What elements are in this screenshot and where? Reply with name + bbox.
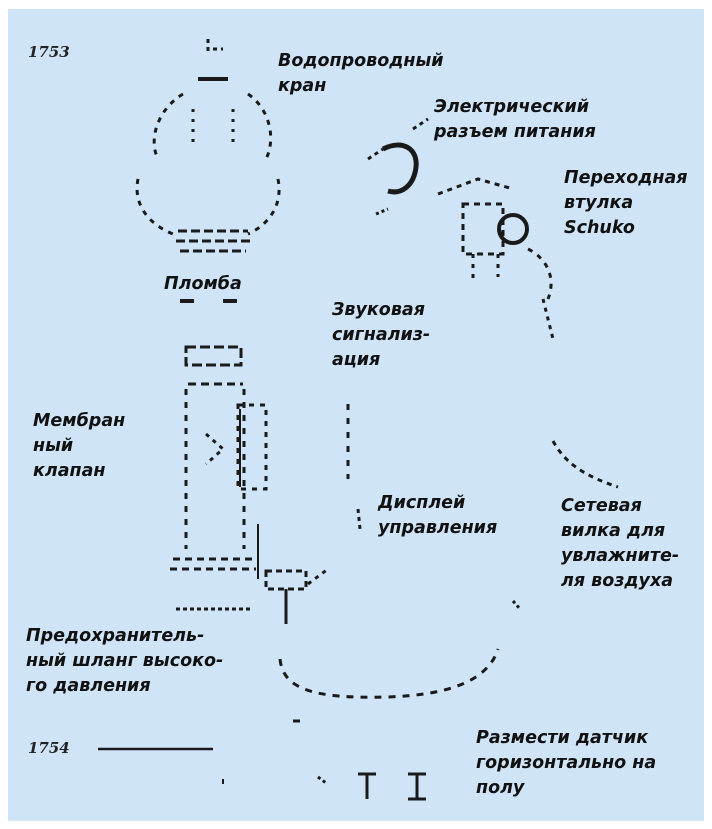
sensor-drawing — [222, 719, 426, 801]
diagram-panel: 1753 1754 Водопроводный кран Электрическ… — [8, 9, 704, 821]
schuko-adapter-drawing — [437, 177, 555, 340]
label-membrane-valve: Мембран ный клапан — [33, 411, 126, 481]
label-control-display: Дисплей управления — [378, 493, 498, 538]
label-safety-hose: Предохранитель- ный шланг высоко- го дав… — [26, 626, 224, 696]
humidifier-plug-drawing — [551, 440, 619, 489]
line-drawing — [98, 39, 619, 801]
label-sensor-instruction: Размести датчик горизонтально на полу — [476, 728, 657, 798]
power-connector-drawing — [367, 117, 429, 216]
label-water-tap: Водопроводный кран — [278, 51, 444, 96]
water-tap-drawing — [135, 39, 281, 253]
label-seal: Пломба — [164, 274, 242, 294]
control-display-drawing — [264, 508, 522, 699]
membrane-valve-drawing — [170, 345, 268, 611]
label-buzzer: Звуковая сигнализ- ация — [332, 300, 431, 370]
label-power-connector: Электрический разъем питания — [434, 97, 596, 142]
label-schuko-adapter: Переходная втулка Schuko — [564, 168, 688, 238]
figure-number-top: 1753 — [28, 43, 70, 61]
label-humidifier-plug: Сетевая вилка для увлажните- ля воздуха — [561, 496, 680, 591]
figure-number-bottom: 1754 — [28, 739, 70, 757]
